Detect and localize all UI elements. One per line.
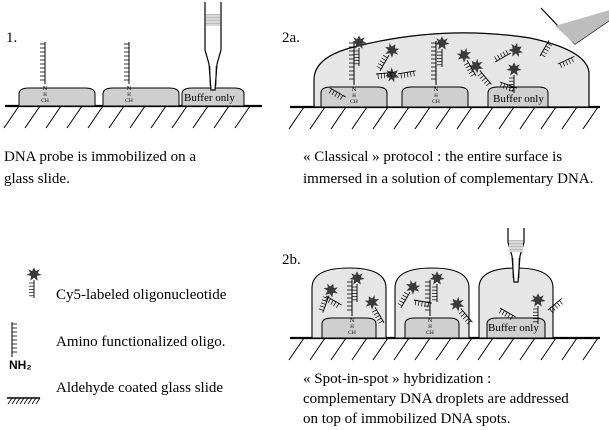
panel-2a-caption-line-1: « Classical » protocol : the entire surf… bbox=[303, 149, 563, 165]
amino-n-label: N bbox=[352, 86, 357, 93]
amino-ch-label: CH bbox=[125, 98, 133, 104]
amino-h-label: H bbox=[127, 93, 131, 98]
amino-n-label: N bbox=[127, 85, 132, 92]
panel-1-glass-slide bbox=[3, 104, 262, 129]
amino-ch-label: CH bbox=[432, 99, 440, 105]
panel-2a-free-oligo-3 bbox=[499, 81, 518, 92]
panel-2a-buffer-label: Buffer only bbox=[493, 93, 544, 105]
cy5-labeled-oligos bbox=[26, 35, 575, 325]
panel-2b-spot-buffer bbox=[486, 317, 546, 339]
amino-h-label: H bbox=[434, 94, 438, 99]
panel-2a-free-oligo-4 bbox=[557, 55, 575, 68]
panel-1-spot-buffer bbox=[181, 87, 245, 107]
panel-2a-labeled-oligo-7 bbox=[494, 40, 526, 63]
panel-2b-labeled-oligo-3 bbox=[318, 281, 341, 313]
panel-2b-free-oligo-1 bbox=[324, 295, 342, 308]
panel-2a-labeled-oligo-3 bbox=[384, 66, 416, 84]
panel-2a-labeled-oligo-5 bbox=[376, 40, 402, 72]
amino-ch-label: CH bbox=[350, 99, 358, 105]
amino-n-label: N bbox=[434, 86, 439, 93]
panel-2b-labeled-oligo-5 bbox=[397, 277, 423, 309]
panel-2b-buffer-label: Buffer only bbox=[488, 322, 539, 334]
panel-2a-caption-line-2: immersed in a solution of complementary … bbox=[303, 171, 594, 187]
amino-h-label: H bbox=[350, 325, 354, 330]
panel-2b-labeled-oligo-6 bbox=[446, 294, 473, 325]
legend-glass-slide-icon bbox=[7, 397, 41, 405]
amino-n-label: N bbox=[350, 317, 355, 324]
panel-2b-caption-line-1: « Spot-in-spot » hybridization : bbox=[303, 371, 492, 387]
panel-1-caption-line-2: glass slide. bbox=[4, 171, 70, 187]
panel-2b-free-oligo-4 bbox=[547, 298, 563, 313]
legend-amino-oligo-icon bbox=[11, 322, 17, 357]
panel-2a-labeled-oligo-4 bbox=[465, 56, 492, 87]
amino-n-label: N bbox=[43, 85, 48, 92]
panel-1-caption-line-1: DNA probe is immobilized on a bbox=[4, 149, 197, 165]
panel-2a-free-oligo-5 bbox=[539, 40, 552, 58]
panel-2a-spot-buffer bbox=[487, 86, 549, 108]
amino-ch-label: CH bbox=[41, 98, 49, 104]
panel-2b-free-oligo-3 bbox=[498, 307, 516, 320]
panel-2b-labeled-oligo-7 bbox=[530, 293, 546, 324]
panel-2b-spot-1 bbox=[321, 317, 377, 339]
legend-amino-label: Amino functionalized oligo. bbox=[56, 334, 226, 350]
panel-2a-glass-slide bbox=[288, 105, 600, 130]
amino-h-label: H bbox=[43, 93, 47, 98]
amino-h-label: H bbox=[428, 325, 432, 330]
legend-cy5-label: Cy5-labeled oligonucleotide bbox=[56, 287, 227, 303]
panel-1-spot-2 bbox=[102, 87, 180, 107]
amino-ch-label: CH bbox=[426, 330, 434, 336]
panel-2b-labeled-oligo-2 bbox=[429, 271, 445, 302]
panel-1-pipette bbox=[204, 2, 222, 91]
pipettes bbox=[204, 0, 609, 283]
legend-icons bbox=[7, 322, 41, 405]
panel-2a-beaker-liquid bbox=[555, 10, 609, 44]
panel-2b-labeled-oligo-4 bbox=[362, 292, 385, 324]
panel-2b-caption-line-2: complementary DNA droplets are addressed bbox=[303, 391, 569, 407]
panel-2a-labeled-oligo-6 bbox=[454, 45, 477, 77]
panel-1-number: 1. bbox=[6, 30, 18, 46]
panel-2b-glass-slide bbox=[288, 336, 600, 361]
legend-cy5-labeled-oligo-icon bbox=[26, 267, 42, 298]
panel-2b-number: 2b. bbox=[282, 252, 301, 268]
panel-2b-caption-line-3: on top of immobilized DNA spots. bbox=[303, 411, 511, 427]
panel-2a-labeled-oligo-1 bbox=[351, 35, 367, 66]
legend-nh2-label: NH₂ bbox=[9, 358, 32, 372]
amino-n-label: N bbox=[428, 317, 433, 324]
panel-1-spot-1 bbox=[18, 87, 96, 107]
amino-h-label: H bbox=[352, 94, 356, 99]
panel-2a-number: 2a. bbox=[282, 30, 300, 46]
panel-2a-free-oligo-2 bbox=[375, 71, 394, 79]
panel-2b-spot-2 bbox=[404, 317, 460, 339]
panel-2a-labeled-oligo-8 bbox=[506, 62, 522, 93]
panel-2a-labeled-oligo-2 bbox=[434, 36, 450, 67]
panel-2a-spot-2 bbox=[401, 86, 469, 108]
panel-2b-free-oligo-2 bbox=[413, 299, 432, 308]
panel-2b-pipette bbox=[507, 228, 525, 283]
amino-ch-label: CH bbox=[348, 330, 356, 336]
panel-2a-free-oligo-1 bbox=[328, 87, 346, 100]
panel-1-buffer-label: Buffer only bbox=[184, 92, 235, 104]
panel-2b-labeled-oligo-1 bbox=[349, 271, 365, 302]
legend-slide-label: Aldehyde coated glass slide bbox=[56, 380, 224, 396]
